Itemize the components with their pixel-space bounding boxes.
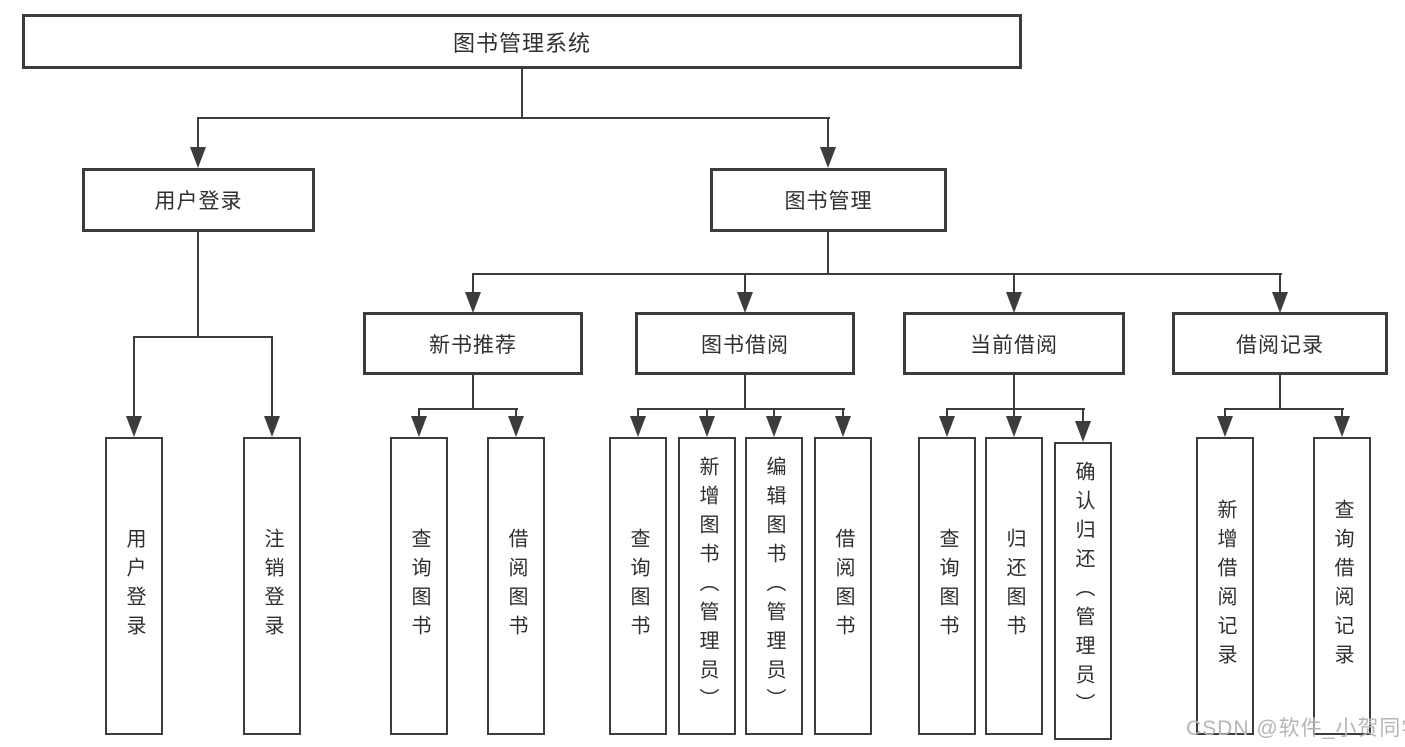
connector-secB-trunk bbox=[744, 375, 746, 408]
node-borrow-records-label: 借阅记录 bbox=[1236, 333, 1324, 357]
arrow-down-icon bbox=[1006, 416, 1022, 437]
leaf-recommend-borrow-book-label: 借阅图书 bbox=[505, 528, 527, 644]
connector-userlogin-drop-2 bbox=[271, 336, 273, 418]
connector-bookmgmt-drop-2 bbox=[744, 273, 746, 294]
leaf-add-book-admin: 新增图书（管理员） bbox=[678, 437, 736, 735]
connector-secC-drop-3 bbox=[1082, 408, 1084, 424]
connector-userlogin-trunk bbox=[197, 232, 199, 336]
leaf-user-login: 用户登录 bbox=[105, 437, 163, 735]
connector-bookmgmt-rail bbox=[472, 273, 1282, 275]
connector-secC-rail bbox=[946, 408, 1085, 410]
connector-secA-rail bbox=[418, 408, 518, 410]
arrow-down-icon bbox=[737, 292, 753, 313]
connector-root-trunk bbox=[521, 69, 523, 119]
arrow-down-icon bbox=[835, 416, 851, 437]
connector-userlogin-rail bbox=[133, 336, 273, 338]
arrow-down-icon bbox=[1006, 292, 1022, 313]
csdn-watermark: CSDN @软件_小贺同学 bbox=[1186, 717, 1405, 740]
leaf-return-book-label: 归还图书 bbox=[1003, 528, 1025, 644]
node-book-borrow: 图书借阅 bbox=[635, 312, 855, 375]
node-book-mgmt: 图书管理 bbox=[710, 168, 947, 232]
connector-secD-trunk bbox=[1279, 375, 1281, 408]
node-book-mgmt-label: 图书管理 bbox=[784, 190, 873, 213]
connector-userlogin-drop-1 bbox=[133, 336, 135, 418]
connector-secB-drop-2 bbox=[706, 408, 708, 420]
connector-secB-drop-4 bbox=[842, 408, 844, 420]
arrow-down-icon bbox=[508, 416, 524, 437]
leaf-recommend-query-book: 查询图书 bbox=[390, 437, 448, 735]
node-book-borrow-label: 图书借阅 bbox=[701, 333, 789, 357]
connector-root-left-drop bbox=[197, 117, 199, 149]
node-user-login: 用户登录 bbox=[82, 168, 315, 232]
leaf-confirm-return-admin: 确认归还（管理员） bbox=[1054, 442, 1112, 740]
leaf-add-borrow-record-label: 新增借阅记录 bbox=[1214, 499, 1236, 673]
leaf-borrow-query-book: 查询图书 bbox=[609, 437, 667, 735]
leaf-current-query-book: 查询图书 bbox=[918, 437, 976, 735]
arrow-down-icon bbox=[1334, 416, 1350, 437]
connector-root-right-drop bbox=[827, 117, 829, 149]
connector-secA-drop-1 bbox=[418, 408, 420, 420]
arrow-down-icon bbox=[820, 147, 836, 168]
leaf-add-borrow-record: 新增借阅记录 bbox=[1196, 437, 1254, 735]
connector-secA-trunk bbox=[472, 375, 474, 408]
node-user-login-label: 用户登录 bbox=[154, 190, 243, 213]
arrow-down-icon bbox=[1075, 421, 1091, 442]
connector-bookmgmt-trunk bbox=[827, 232, 829, 273]
arrow-down-icon bbox=[1272, 292, 1288, 313]
node-new-book-rec: 新书推荐 bbox=[363, 312, 583, 375]
node-root-label: 图书管理系统 bbox=[452, 30, 591, 56]
leaf-borrow-book: 借阅图书 bbox=[814, 437, 872, 735]
leaf-add-book-admin-label: 新增图书（管理员） bbox=[696, 455, 718, 717]
arrow-down-icon bbox=[190, 147, 206, 168]
connector-secD-drop-2 bbox=[1341, 408, 1343, 420]
leaf-current-query-book-label: 查询图书 bbox=[936, 528, 958, 644]
leaf-recommend-borrow-book: 借阅图书 bbox=[487, 437, 545, 735]
arrow-down-icon bbox=[766, 416, 782, 437]
connector-secC-drop-2 bbox=[1013, 408, 1015, 420]
leaf-logout: 注销登录 bbox=[243, 437, 301, 735]
leaf-query-borrow-record: 查询借阅记录 bbox=[1313, 437, 1371, 735]
arrow-down-icon bbox=[1217, 416, 1233, 437]
leaf-confirm-return-admin-label: 确认归还（管理员） bbox=[1072, 460, 1094, 722]
node-borrow-records: 借阅记录 bbox=[1172, 312, 1388, 375]
connector-bookmgmt-drop-4 bbox=[1279, 273, 1281, 294]
node-new-book-rec-label: 新书推荐 bbox=[429, 333, 517, 357]
connector-secD-drop-1 bbox=[1224, 408, 1226, 420]
connector-secD-rail bbox=[1224, 408, 1344, 410]
leaf-borrow-book-label: 借阅图书 bbox=[832, 528, 854, 644]
connector-secA-drop-2 bbox=[515, 408, 517, 420]
arrow-down-icon bbox=[699, 416, 715, 437]
node-root: 图书管理系统 bbox=[22, 14, 1022, 69]
connector-secB-rail bbox=[637, 408, 845, 410]
connector-secC-trunk bbox=[1013, 375, 1015, 408]
arrow-down-icon bbox=[465, 292, 481, 313]
arrow-down-icon bbox=[939, 416, 955, 437]
arrow-down-icon bbox=[630, 416, 646, 437]
leaf-edit-book-admin-label: 编辑图书（管理员） bbox=[763, 455, 785, 717]
leaf-edit-book-admin: 编辑图书（管理员） bbox=[745, 437, 803, 735]
connector-bookmgmt-drop-1 bbox=[472, 273, 474, 294]
leaf-logout-label: 注销登录 bbox=[261, 528, 283, 644]
leaf-recommend-query-book-label: 查询图书 bbox=[408, 528, 430, 644]
connector-bookmgmt-drop-3 bbox=[1013, 273, 1015, 294]
connector-secB-drop-3 bbox=[773, 408, 775, 420]
arrow-down-icon bbox=[126, 416, 142, 437]
leaf-query-borrow-record-label: 查询借阅记录 bbox=[1331, 499, 1353, 673]
node-current-borrow: 当前借阅 bbox=[903, 312, 1125, 375]
leaf-return-book: 归还图书 bbox=[985, 437, 1043, 735]
connector-root-rail bbox=[197, 117, 830, 119]
node-current-borrow-label: 当前借阅 bbox=[970, 333, 1058, 357]
connector-secB-drop-1 bbox=[637, 408, 639, 420]
connector-secC-drop-1 bbox=[946, 408, 948, 420]
arrow-down-icon bbox=[411, 416, 427, 437]
leaf-user-login-label: 用户登录 bbox=[123, 528, 145, 644]
leaf-borrow-query-book-label: 查询图书 bbox=[627, 528, 649, 644]
arrow-down-icon bbox=[264, 416, 280, 437]
